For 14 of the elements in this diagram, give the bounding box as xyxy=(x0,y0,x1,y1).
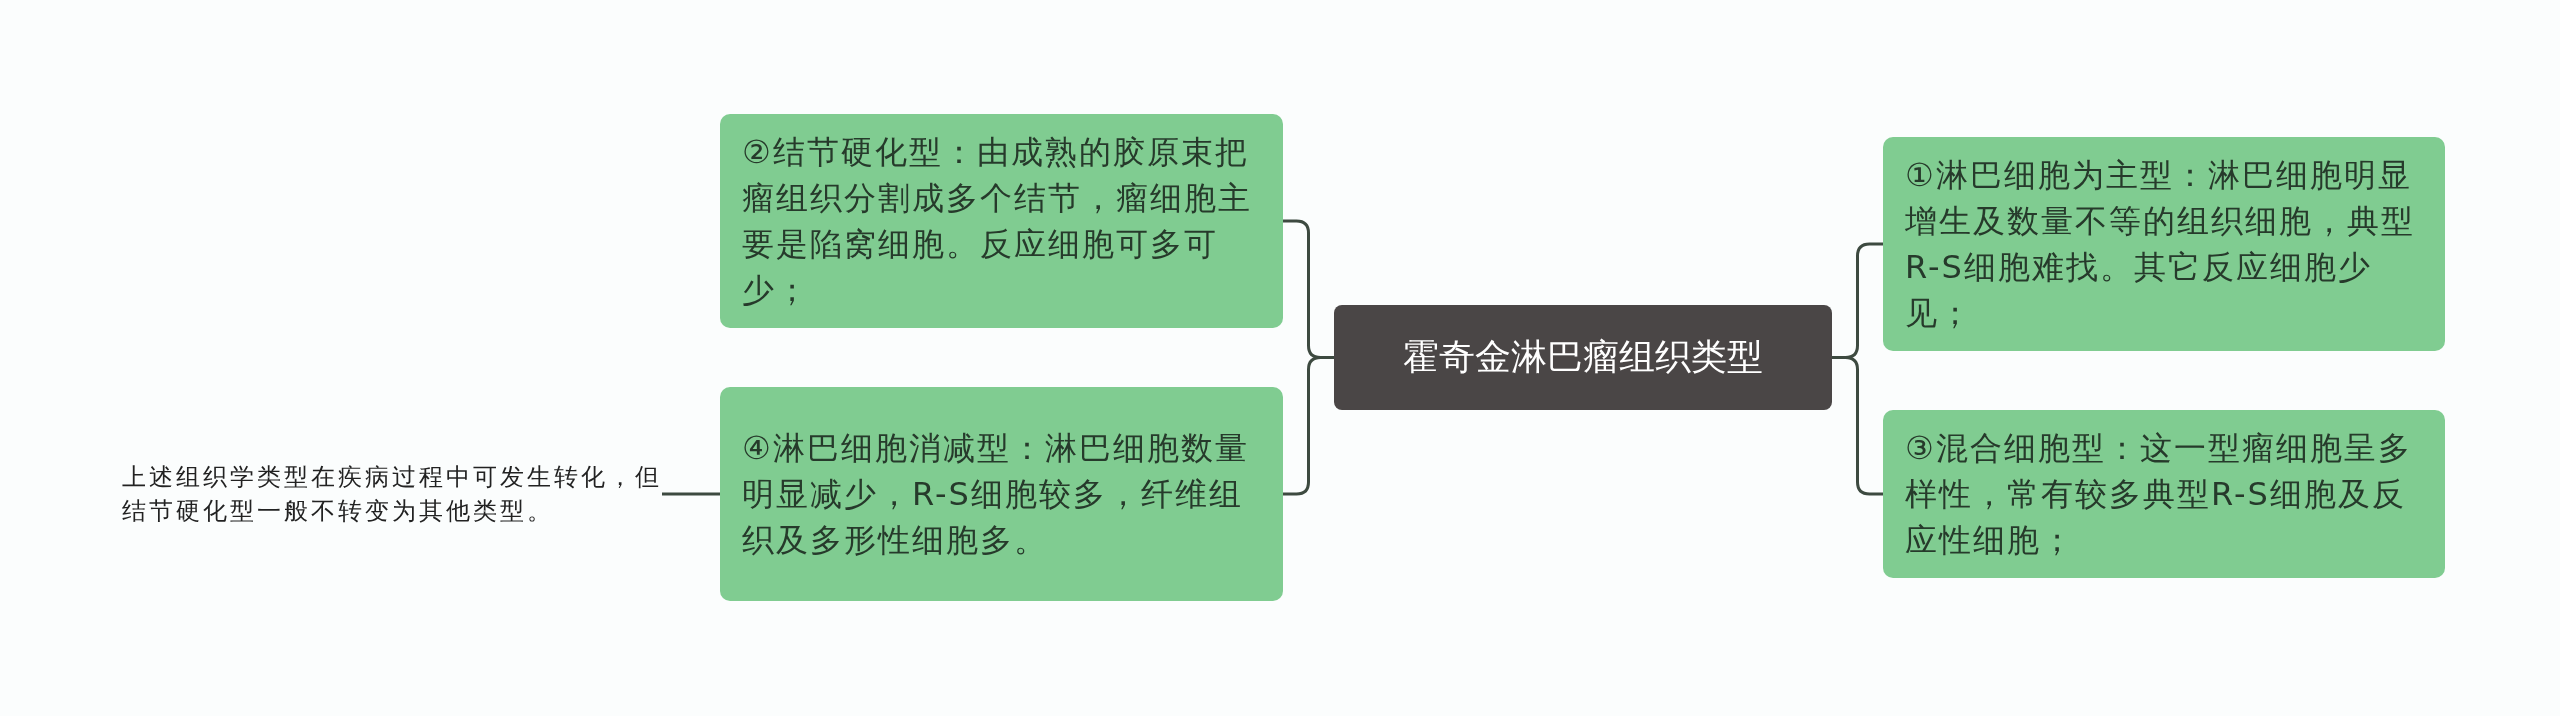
connector-line xyxy=(1832,356,1883,496)
node-text: 霍奇金淋巴瘤组织类型 xyxy=(1403,335,1763,379)
node-text: 上述组织学类型在疾病过程中可发生转化，但结节硬化型一般不转变为其他类型。 xyxy=(122,463,662,525)
topic-box xyxy=(1883,137,2445,351)
node-text: ①淋巴细胞为主型：淋巴细胞明显增生及数量不等的组织细胞，典型R-S细胞难找。其它反应细胞少见； xyxy=(1905,155,2416,334)
node-text: ④淋巴细胞消减型：淋巴细胞数量明显减少，R-S细胞较多，纤维组织及多形性细胞多。 xyxy=(742,428,1250,561)
connector-line xyxy=(662,492,720,496)
central-topic-box xyxy=(1334,305,1832,410)
topic-box xyxy=(1883,410,2445,578)
topic-box xyxy=(720,114,1283,328)
node-text: ③混合细胞型：这一型瘤细胞呈多样性，常有较多典型R-S细胞及反应性细胞； xyxy=(1905,428,2413,561)
node-text: ②结节硬化型：由成熟的胶原束把瘤组织分割成多个结节，瘤细胞主要是陷窝细胞。反应细胞可多可少； xyxy=(742,132,1253,311)
topic-box xyxy=(720,387,1283,601)
connector-line xyxy=(1283,356,1334,496)
